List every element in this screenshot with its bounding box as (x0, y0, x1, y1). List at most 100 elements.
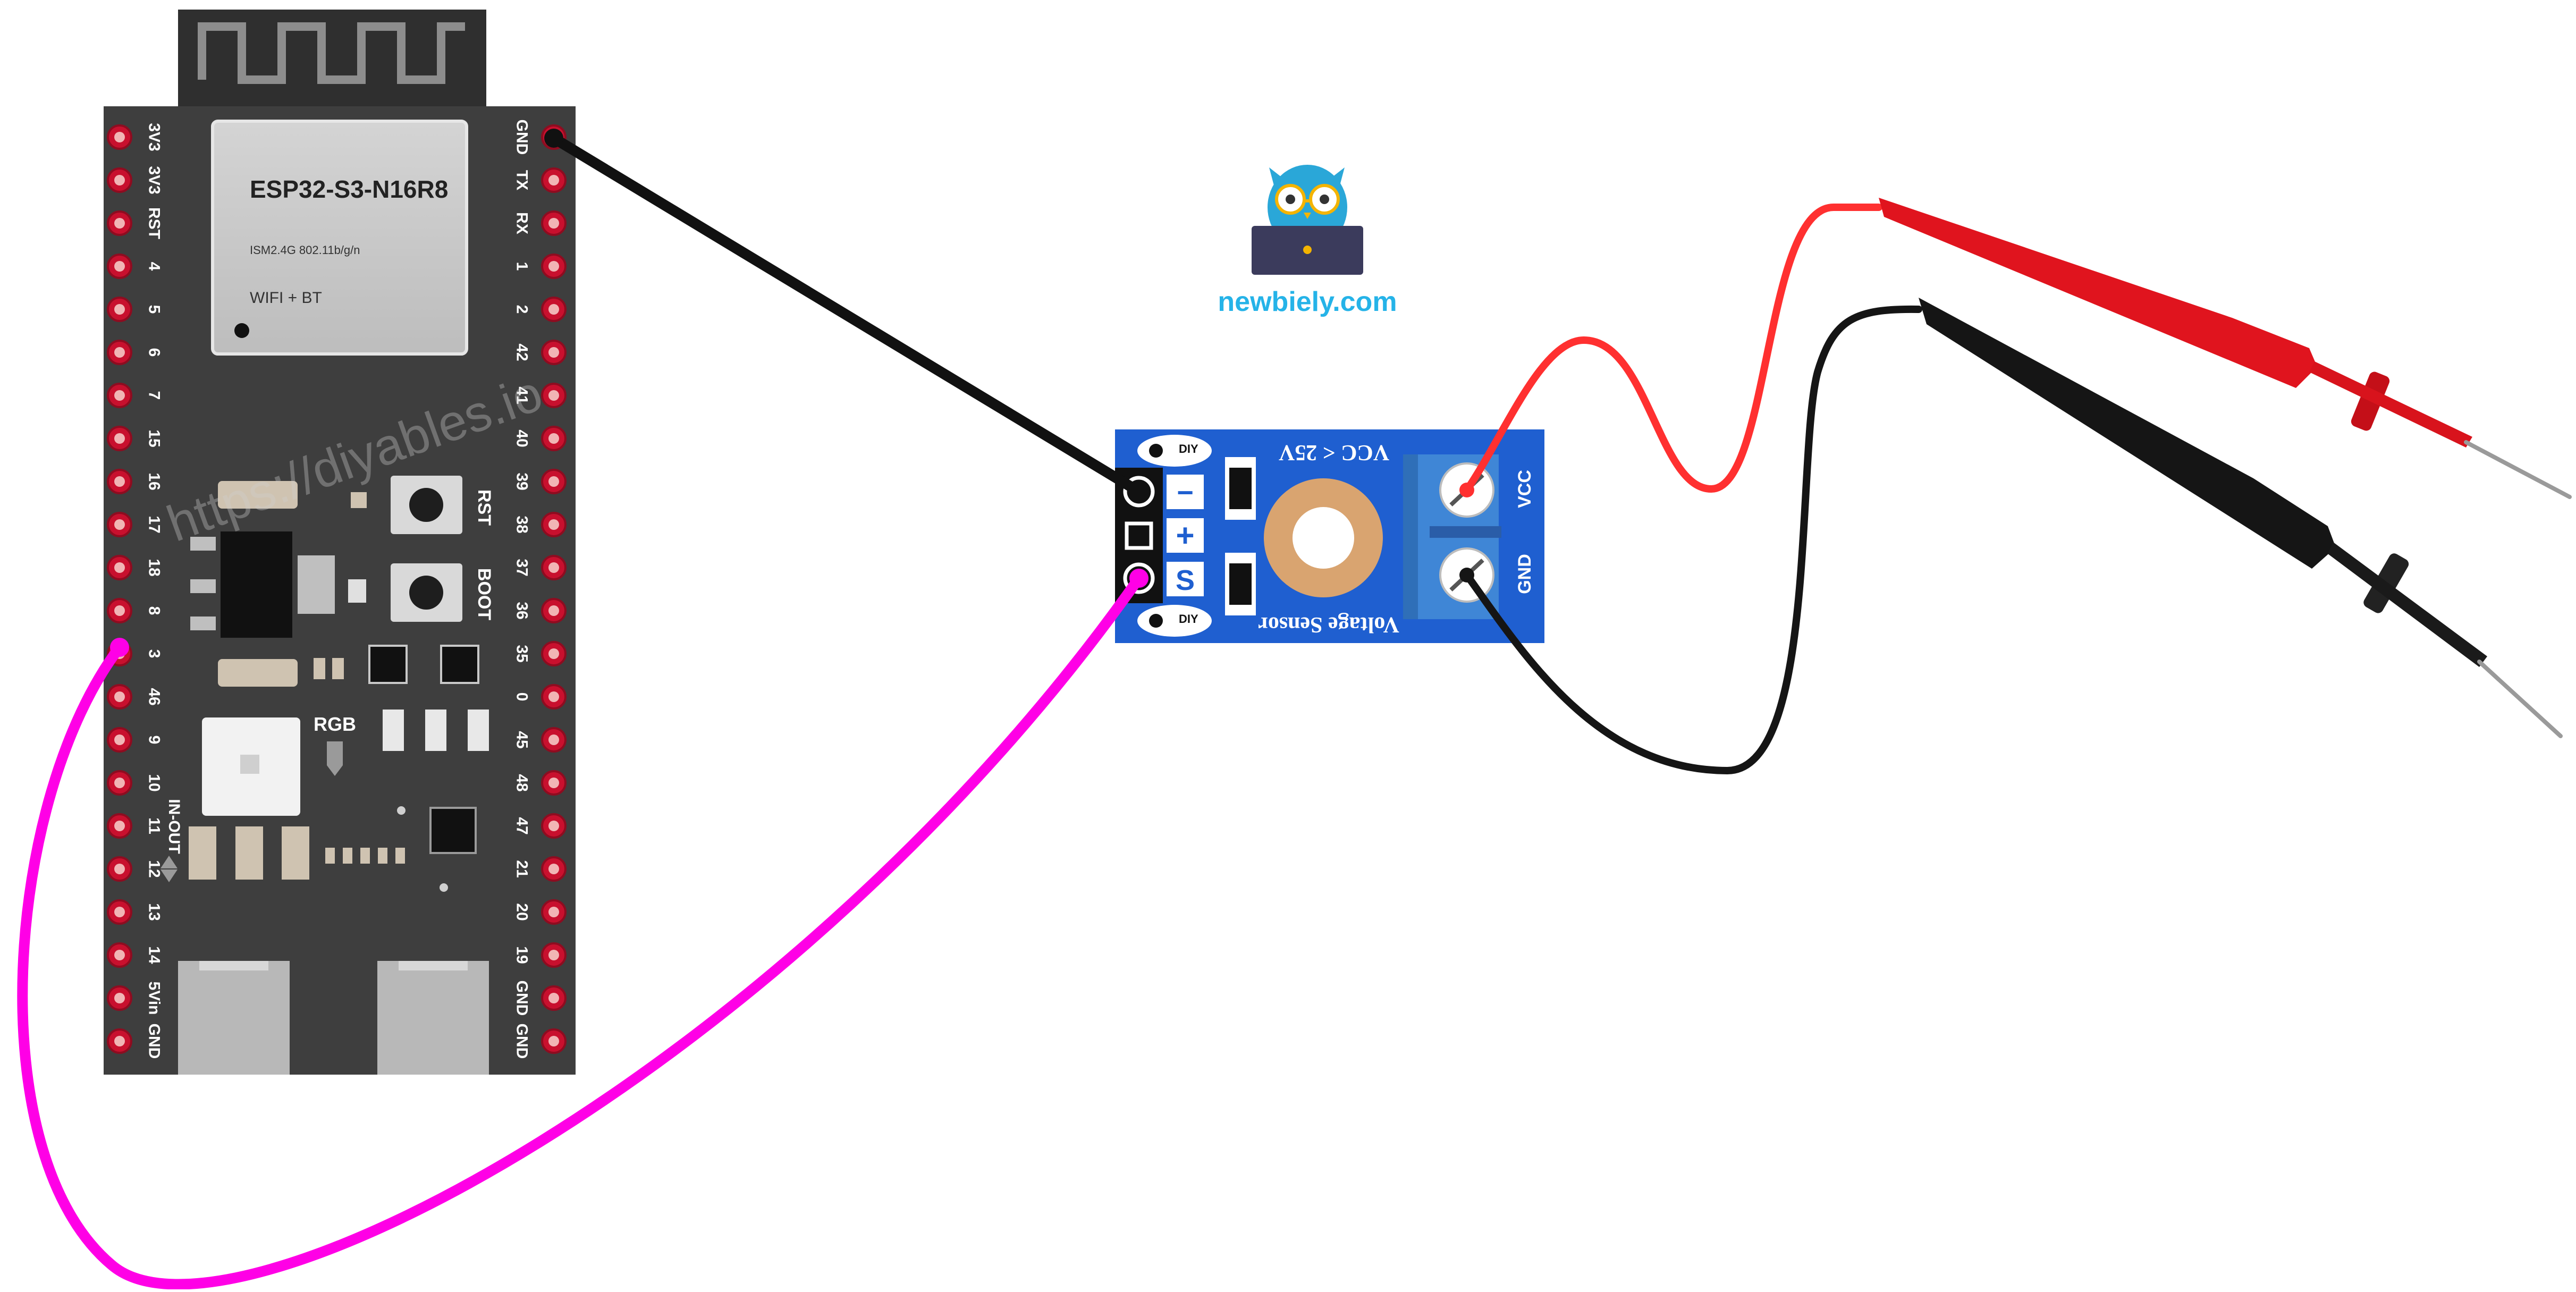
left-pin-label-20: 5Vin (146, 982, 163, 1015)
right-pin-label-17: 21 (513, 860, 531, 877)
red-probe-tip (2464, 440, 2572, 499)
left-pin-hole-17 (114, 864, 125, 874)
right-pin-hole-6 (548, 390, 559, 401)
regulator-tab-left (190, 537, 216, 551)
right-pin-hole-5 (548, 347, 559, 358)
left-pin-hole-21 (114, 1036, 125, 1046)
left-pin-label-6: 7 (146, 391, 163, 400)
inductor-2 (235, 826, 263, 880)
right-pin-label-18: 20 (513, 903, 531, 921)
rgb-arrow-icon (327, 741, 343, 776)
black-probe-grip[interactable] (2328, 542, 2487, 667)
right-pin-hole-3 (548, 261, 559, 272)
right-pin-hole-15 (548, 778, 559, 788)
left-pin-label-7: 15 (146, 429, 163, 447)
right-pin-hole-18 (548, 907, 559, 917)
red-probe-handle[interactable] (1879, 198, 2317, 388)
boot-button[interactable] (391, 563, 462, 622)
diy-logo-top (1137, 435, 1212, 467)
pin-label-plus: + (1176, 518, 1194, 553)
module-title: ESP32-S3-N16R8 (250, 175, 448, 203)
diy-logo-top-text: DIY (1179, 442, 1198, 455)
left-pin-hole-13 (114, 691, 125, 702)
rgb-led-center (240, 755, 259, 774)
right-pin-label-8: 39 (513, 472, 531, 490)
diy-logo-bottom (1137, 605, 1212, 637)
right-pin-hole-14 (548, 734, 559, 745)
vcc-rating-label: VCC < 25V (1279, 440, 1389, 465)
black-test-probe[interactable] (1919, 298, 2563, 738)
rst-button-cap[interactable] (409, 488, 443, 522)
left-pin-hole-11 (114, 605, 125, 616)
gnd-lead-black (1463, 305, 1922, 775)
transistor-1 (368, 645, 408, 684)
left-pin-hole-19 (114, 950, 125, 960)
diode-2 (425, 710, 446, 751)
red-test-probe[interactable] (1879, 198, 2572, 499)
left-pin-label-15: 10 (146, 774, 163, 791)
module-wifi-label: WIFI + BT (250, 289, 322, 307)
usb-port-right[interactable] (377, 961, 489, 1075)
sensor-name-label: Voltage Sensor (1258, 612, 1399, 637)
inductor-1 (189, 826, 216, 880)
left-pin-hole-1 (114, 175, 125, 185)
usb-bridge-chip (429, 807, 477, 854)
left-pin-label-5: 6 (146, 348, 163, 357)
left-pin-label-16: 11 (146, 817, 163, 834)
resistor-small-1 (348, 579, 366, 603)
right-pin-label-15: 48 (513, 774, 531, 791)
vcc-lead-red (1463, 204, 1882, 494)
esp32-module-shield (211, 120, 468, 356)
left-pin-label-13: 46 (146, 688, 163, 705)
left-pin-hole-20 (114, 993, 125, 1003)
left-pin-label-14: 9 (146, 736, 163, 745)
left-pin-label-9: 17 (146, 516, 163, 533)
left-pin-label-10: 18 (146, 559, 163, 576)
smd-row-4 (378, 848, 387, 864)
signal-wire-pink (17, 573, 1144, 1290)
sensor-resistor-top-body (1229, 468, 1252, 509)
left-pin-label-3: 4 (146, 262, 163, 271)
right-pin-label-3: 1 (513, 262, 531, 271)
right-pin-hole-11 (548, 605, 559, 616)
right-pin-label-13: 0 (513, 693, 531, 702)
left-pin-hole-9 (114, 519, 125, 530)
boot-button-cap[interactable] (409, 576, 443, 610)
sensor-pin-plus[interactable] (1125, 521, 1153, 550)
right-pin-label-21: GND (513, 1024, 531, 1059)
left-pin-hole-18 (114, 907, 125, 917)
screw-terminal-edge (1403, 454, 1418, 619)
smd-dot-2 (440, 883, 448, 892)
wire-end-signal-board (110, 638, 129, 657)
terminal-vcc-label: VCC (1515, 470, 1535, 508)
rst-button-label: RST (474, 489, 494, 526)
left-pin-hole-16 (114, 821, 125, 831)
right-pin-label-9: 38 (513, 516, 531, 533)
left-pin-hole-6 (114, 390, 125, 401)
usb-port-left[interactable] (178, 961, 290, 1075)
left-pin-label-0: 3V3 (146, 123, 163, 151)
red-probe-grip[interactable] (2309, 361, 2472, 447)
black-probe-handle[interactable] (1919, 298, 2336, 569)
right-pin-label-6: 41 (513, 386, 531, 404)
pin-label-minus: − (1177, 477, 1194, 509)
right-pin-hole-1 (548, 175, 559, 185)
diode-3 (468, 710, 489, 751)
sign-box-plus (1167, 518, 1204, 553)
rst-button[interactable] (391, 476, 462, 534)
left-pin-hole-14 (114, 734, 125, 745)
regulator-tab-right (190, 617, 216, 630)
right-pin-label-2: RX (513, 212, 531, 234)
regulator-chip (221, 531, 292, 638)
right-pin-label-7: 40 (513, 429, 531, 447)
transistor-2 (440, 645, 479, 684)
left-pin-hole-8 (114, 476, 125, 487)
right-pin-hole-4 (548, 304, 559, 315)
esp32-s3-board: ESP32-S3-N16R8 ISM2.4G 802.11b/g/n WIFI … (104, 10, 576, 1075)
rgb-label: RGB (314, 713, 356, 735)
left-pin-label-12: 3 (146, 649, 163, 658)
right-pin-hole-19 (548, 950, 559, 960)
right-pin-label-10: 37 (513, 559, 531, 576)
